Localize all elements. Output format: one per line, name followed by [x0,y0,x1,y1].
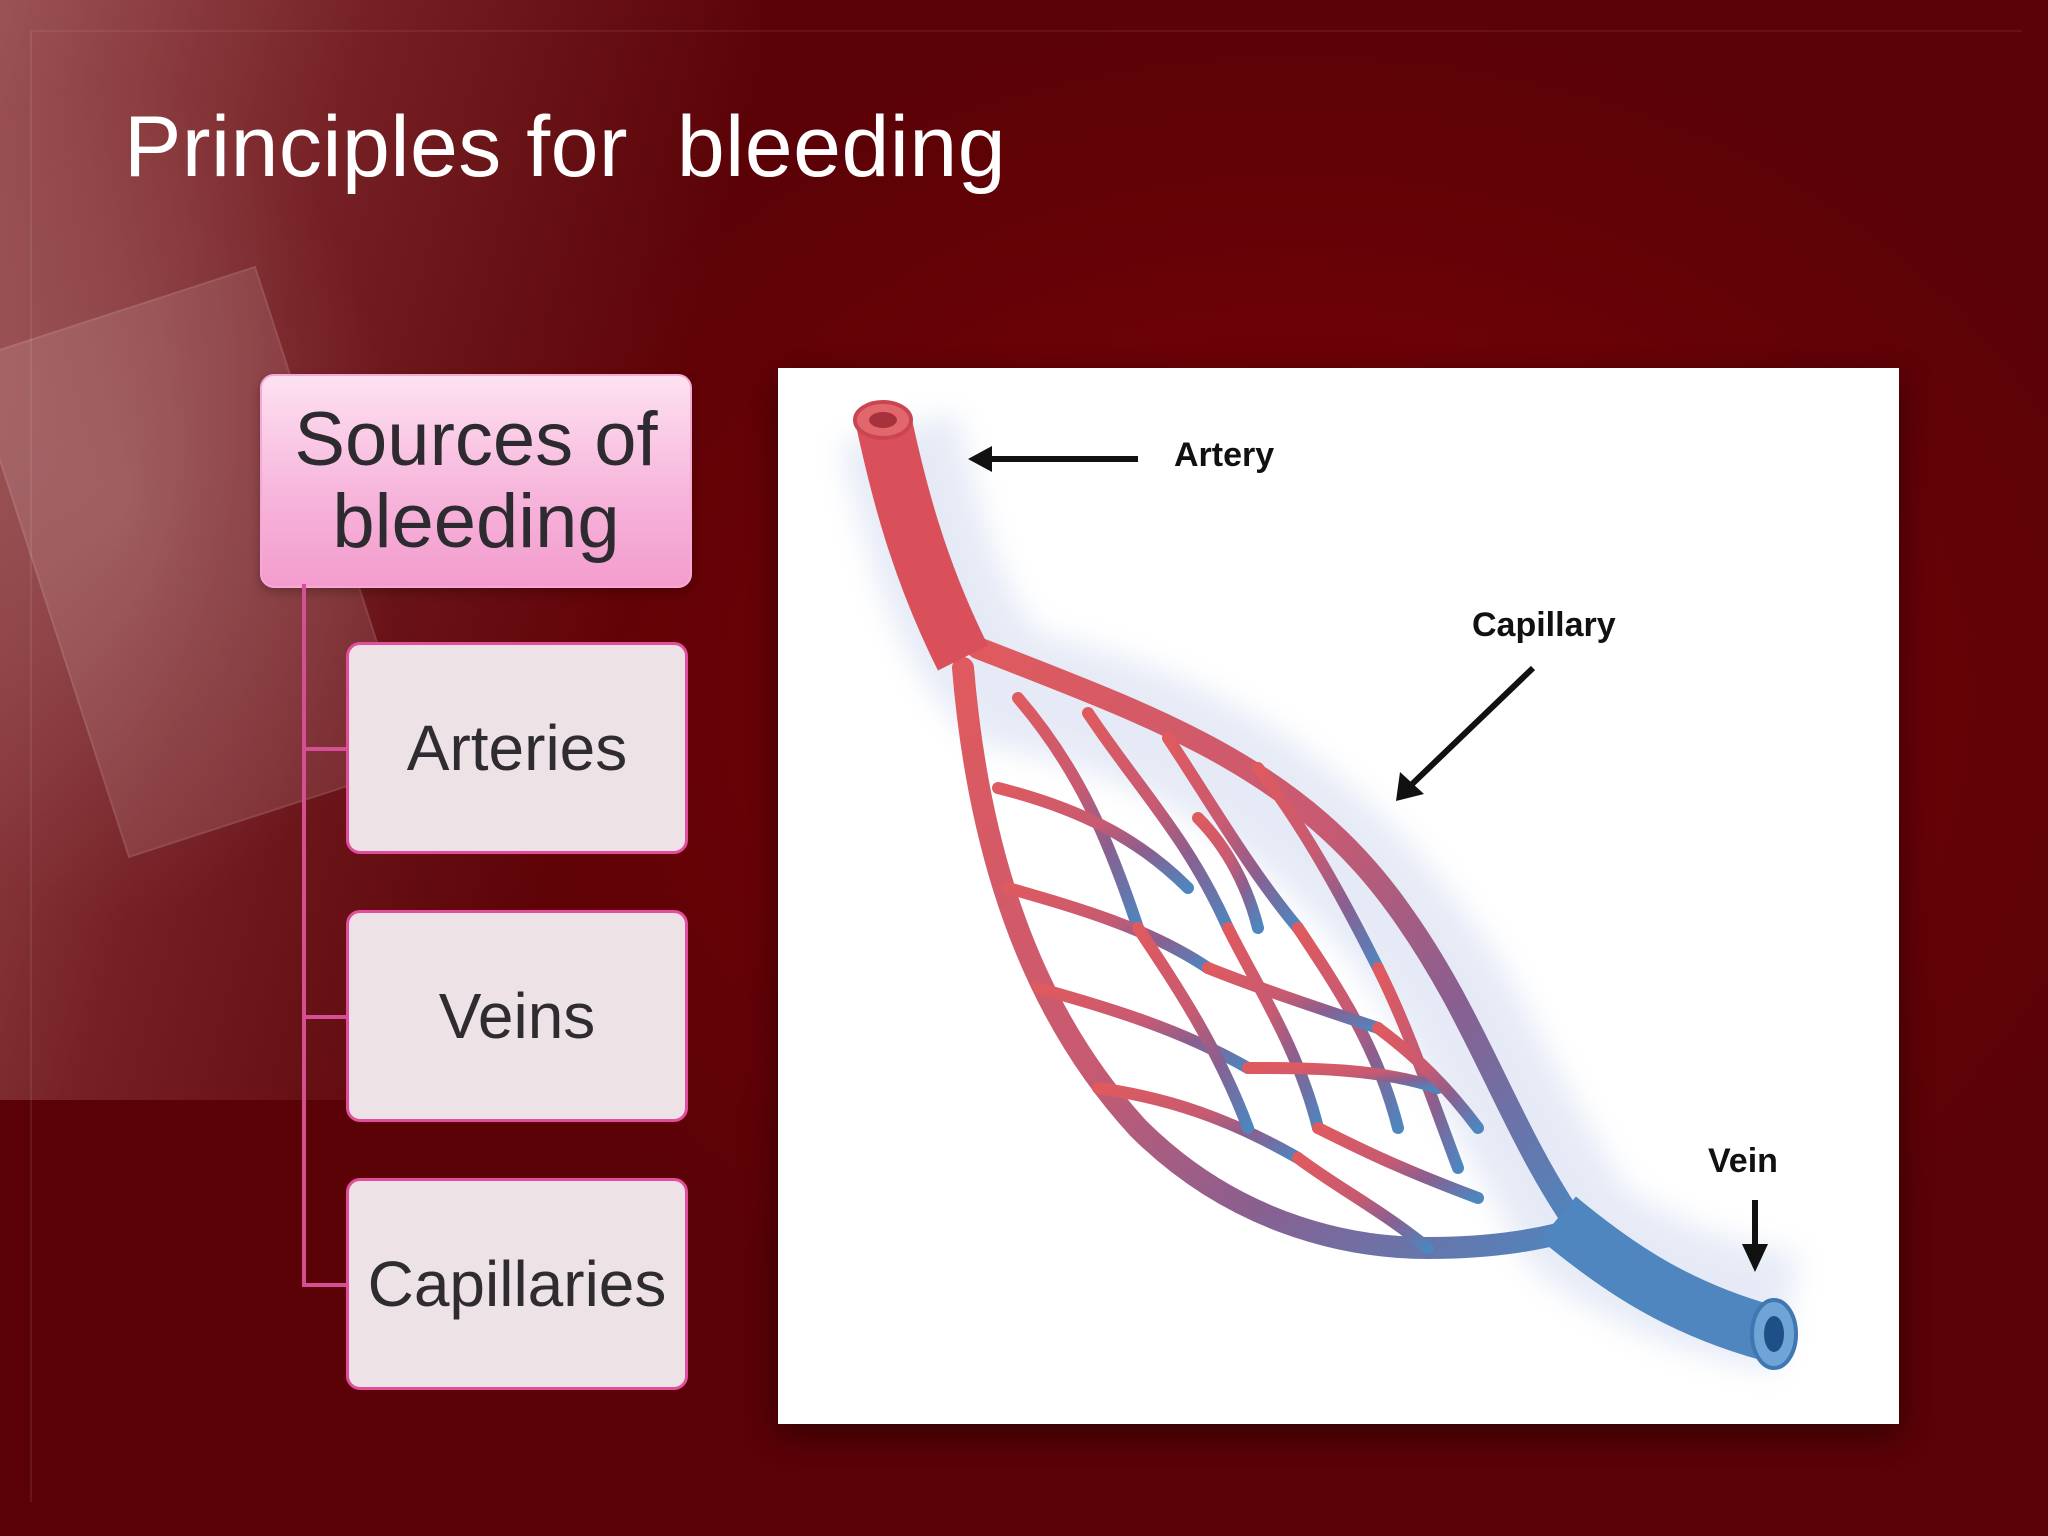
capillary-branch-inner [952,657,1589,1260]
hierarchy-connector-capillaries [302,1283,348,1287]
capillary-branch-outer [967,637,1589,1239]
vessel-illustration [839,400,1800,1372]
vein-trunk [1540,1196,1776,1360]
artery-arrow-icon [968,446,1138,472]
capillary-arrow-icon [1396,665,1536,801]
capillary-web [992,692,1484,1254]
vein-lumen [1764,1316,1784,1352]
blood-vessel-diagram: Artery Capillary Vein [778,368,1899,1424]
slide-frame [30,30,2022,1502]
hierarchy-root-box: Sources of bleeding [260,374,692,588]
hierarchy-item-arteries: Arteries [346,642,688,854]
label-artery: Artery [1174,436,1275,474]
slide-title: Principles for bleeding [124,99,1007,195]
artery-lumen [869,412,897,428]
hierarchy-connector-vertical [302,584,306,1286]
label-capillary: Capillary [1472,606,1616,644]
label-vein: Vein [1708,1142,1778,1180]
hierarchy-item-veins: Veins [346,910,688,1122]
hierarchy-connector-veins [302,1015,348,1019]
hierarchy-connector-arteries [302,747,348,751]
artery-trunk [855,412,989,671]
hierarchy-item-capillaries: Capillaries [346,1178,688,1390]
vein-arrow-icon [1742,1200,1768,1272]
vessel-glow [839,413,1800,1372]
